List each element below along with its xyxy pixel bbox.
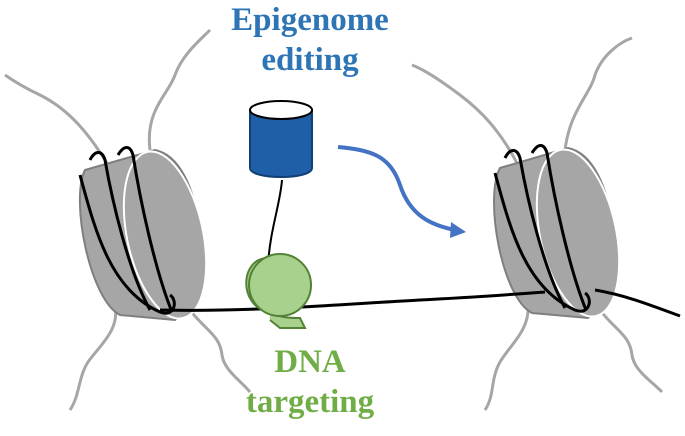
left-histone-face [122,150,208,320]
left-histone-tails [4,28,252,411]
right-dna-wrap-1 [503,149,567,309]
binder-body [248,253,312,317]
epigenome-editing-label: Epigenome editing [200,0,420,80]
left-dna-wrap-2 [116,146,174,313]
right-dna-tail [594,288,681,318]
epigenome-label-line2: editing [261,42,359,78]
right-histone-tails [411,36,664,411]
right-tail-lower-right [598,309,664,394]
left-tail-lower-right [188,309,252,393]
right-dna-wrap-3 [493,172,591,313]
dna-label-line1: DNA [274,344,346,380]
linker-dna [159,288,681,318]
left-dna-wrap-3 [78,174,176,315]
curved-arrow-icon [337,145,466,238]
nucleosome-icon [493,144,621,320]
effector-tether [267,179,283,266]
dna-label-line2: targeting [245,384,375,420]
right-dna-wrap-2 [530,144,588,311]
left-tail-upper-left [4,73,112,169]
epigenome-label-line1: Epigenome [231,2,389,38]
right-tail-lower-left [483,304,530,411]
nucleosome-icon [78,146,208,322]
left-tail-lower-left [68,304,118,411]
effector-top [249,100,313,120]
dna-targeting-label: DNA targeting [215,342,405,422]
left-tail-upper-right [147,28,212,151]
cylinder-icon [249,100,313,266]
linker-dna-strand [159,290,546,312]
protein-domain-icon [245,253,312,329]
transition-arrow-shaft [337,145,456,232]
right-tail-upper-left [411,63,520,166]
transition-arrow-head [450,222,466,238]
right-tail-upper-right [563,36,633,151]
effector-body [249,109,313,178]
right-histone-face [535,148,621,318]
left-dna-wrap-1 [88,151,152,311]
